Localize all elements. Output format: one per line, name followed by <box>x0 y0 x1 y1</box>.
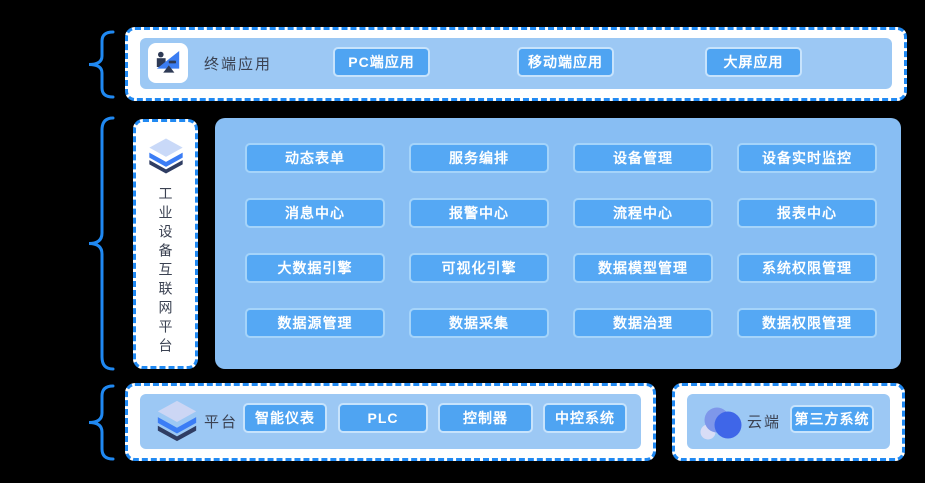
module-report-center[interactable]: 报表中心 <box>737 198 877 228</box>
cloud-label: 云端 <box>747 414 782 431</box>
platform-modules-panel: 动态表单 服务编排 设备管理 设备实时监控 消息中心 报警中心 流程中心 报表中… <box>215 118 901 369</box>
terminal-apps-card: 终端应用 PC端应用 移动端应用 大屏应用 <box>125 27 907 101</box>
module-bigdata-engine[interactable]: 大数据引擎 <box>245 253 385 283</box>
controller-button[interactable]: 控制器 <box>438 403 533 433</box>
module-data-model-management[interactable]: 数据模型管理 <box>573 253 713 283</box>
module-device-realtime-monitor[interactable]: 设备实时监控 <box>737 143 877 173</box>
module-message-center[interactable]: 消息中心 <box>245 198 385 228</box>
devices-strip: 平台 智能仪表 PLC 控制器 中控系统 <box>140 394 641 449</box>
module-datasource-management[interactable]: 数据源管理 <box>245 308 385 338</box>
platform-vertical-title: 工业设备互联网平台 <box>157 186 174 357</box>
module-data-permission-management[interactable]: 数据权限管理 <box>737 308 877 338</box>
monitor-presentation-icon <box>156 51 180 73</box>
brace-middle <box>88 116 115 371</box>
module-system-permission-management[interactable]: 系统权限管理 <box>737 253 877 283</box>
plc-button[interactable]: PLC <box>338 403 428 433</box>
third-party-system-button[interactable]: 第三方系统 <box>790 405 874 433</box>
module-alarm-center[interactable]: 报警中心 <box>409 198 549 228</box>
module-visualization-engine[interactable]: 可视化引擎 <box>409 253 549 283</box>
module-data-governance[interactable]: 数据治理 <box>573 308 713 338</box>
platform-name-card: 工业设备互联网平台 <box>133 119 198 369</box>
mobile-app-button[interactable]: 移动端应用 <box>517 47 614 77</box>
terminal-apps-label: 终端应用 <box>204 56 273 73</box>
module-device-management[interactable]: 设备管理 <box>573 143 713 173</box>
cloud-card: 云端 第三方系统 <box>672 383 905 461</box>
central-control-button[interactable]: 中控系统 <box>543 403 627 433</box>
devices-card: 平台 智能仪表 PLC 控制器 中控系统 <box>125 383 656 461</box>
module-dynamic-forms[interactable]: 动态表单 <box>245 143 385 173</box>
cloud-icon <box>700 407 742 440</box>
pc-app-button[interactable]: PC端应用 <box>333 47 430 77</box>
layers-icon <box>157 400 197 442</box>
brace-bottom <box>88 384 115 461</box>
terminal-apps-strip: 终端应用 PC端应用 移动端应用 大屏应用 <box>140 38 892 89</box>
module-data-collection[interactable]: 数据采集 <box>409 308 549 338</box>
brace-top <box>88 30 115 99</box>
bigscreen-app-button[interactable]: 大屏应用 <box>705 47 802 77</box>
smart-meter-button[interactable]: 智能仪表 <box>243 403 327 433</box>
cloud-strip: 云端 第三方系统 <box>687 394 890 449</box>
module-process-center[interactable]: 流程中心 <box>573 198 713 228</box>
terminal-app-icon-box <box>148 43 188 83</box>
devices-label: 平台 <box>204 414 239 431</box>
layers-icon <box>148 138 183 174</box>
module-service-orchestration[interactable]: 服务编排 <box>409 143 549 173</box>
